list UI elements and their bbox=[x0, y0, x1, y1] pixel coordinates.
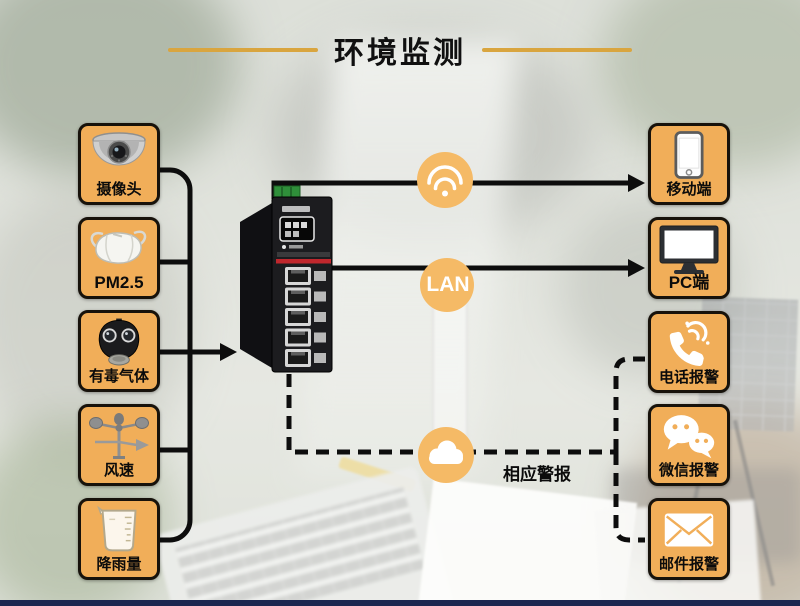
title-line-left bbox=[168, 48, 318, 52]
wifi-badge bbox=[417, 152, 473, 208]
wechat-icon bbox=[651, 410, 727, 462]
dome-camera-icon bbox=[81, 129, 157, 181]
sensor-node-camera: 摄像头 bbox=[78, 123, 160, 205]
envelope-icon bbox=[651, 504, 727, 556]
output-label: PC端 bbox=[668, 273, 710, 292]
sensor-node-pm25: PM2.5 bbox=[78, 217, 160, 299]
output-node-mobile: 移动端 bbox=[648, 123, 730, 205]
sensor-bus-lines bbox=[160, 167, 221, 543]
sensor-label: 有毒气体 bbox=[88, 368, 149, 385]
alarm-dashed-lines bbox=[286, 356, 645, 543]
gas-mask-icon bbox=[81, 316, 157, 368]
anemometer-icon bbox=[81, 410, 157, 462]
arrowhead-to-mobile bbox=[628, 174, 645, 192]
title-block: 环境监测 bbox=[0, 28, 800, 72]
wifi-icon bbox=[427, 165, 463, 191]
output-node-wechat-alarm: 微信报警 bbox=[648, 404, 730, 486]
output-label: 邮件报警 bbox=[658, 556, 719, 573]
sensor-label: 降雨量 bbox=[96, 556, 142, 573]
measuring-cup-icon bbox=[81, 504, 157, 556]
sensor-node-toxic-gas: 有毒气体 bbox=[78, 310, 160, 392]
cloud-icon bbox=[429, 440, 463, 464]
lan-label: LAN bbox=[426, 273, 470, 296]
monitor-icon bbox=[651, 223, 727, 275]
sensor-label: 风速 bbox=[103, 462, 134, 479]
output-label: 电话报警 bbox=[658, 369, 719, 386]
sensor-node-wind-speed: 风速 bbox=[78, 404, 160, 486]
face-mask-icon bbox=[81, 223, 157, 275]
smartphone-icon bbox=[651, 129, 727, 181]
industrial-switch-icon bbox=[240, 185, 333, 373]
output-node-phone-alarm: 电话报警 bbox=[648, 311, 730, 393]
page-title: 环境监测 bbox=[334, 37, 466, 70]
lan-badge bbox=[420, 258, 474, 312]
output-label: 微信报警 bbox=[658, 462, 719, 479]
output-label: 移动端 bbox=[666, 181, 712, 198]
phone-waves-icon bbox=[651, 317, 727, 369]
sensor-label: 摄像头 bbox=[96, 181, 142, 198]
output-node-pc: PC端 bbox=[648, 217, 730, 299]
sensor-label: PM2.5 bbox=[94, 273, 144, 292]
sensor-node-rainfall: 降雨量 bbox=[78, 498, 160, 580]
cloud-badge bbox=[418, 427, 474, 483]
title-line-right bbox=[482, 48, 632, 52]
arrowhead-to-switch bbox=[220, 343, 237, 361]
switch-ports bbox=[285, 267, 326, 367]
output-node-mail-alarm: 邮件报警 bbox=[648, 498, 730, 580]
bottom-edge-bar bbox=[0, 600, 800, 606]
arrowhead-to-pc bbox=[628, 259, 645, 277]
alarm-note-label: 相应警报 bbox=[503, 465, 571, 484]
